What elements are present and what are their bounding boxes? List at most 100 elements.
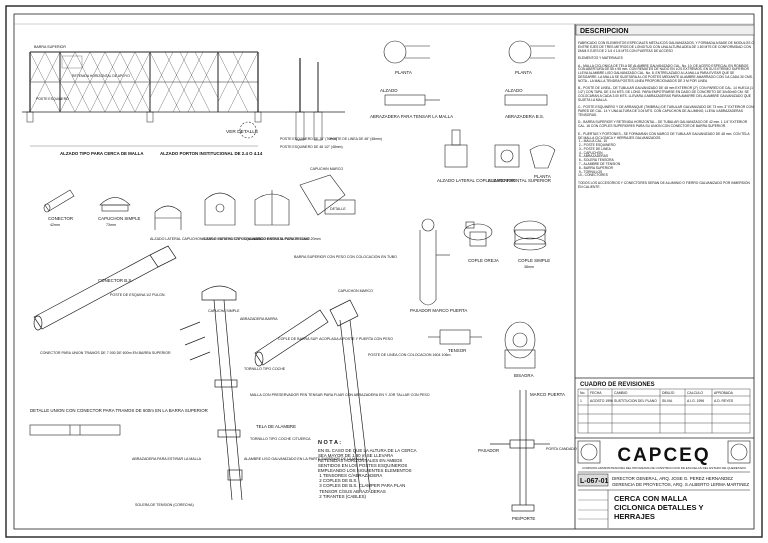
poste-esquina-left-label: POSTE ESQUINERO <box>36 97 69 101</box>
capuchon-simple-drawing <box>99 197 131 212</box>
cople-simple-size: 38mm <box>524 265 534 269</box>
revisions-header-row: No. FECHA CAMBIO DIBUJO CALCULO APROBADA <box>580 391 734 395</box>
detalle-union-drawing <box>29 424 121 436</box>
pasador-marco-drawing <box>419 218 450 306</box>
revisions-cell: 1 <box>580 399 582 403</box>
pasador-marco-label: PASADOR MARCO PUERTA <box>410 308 467 313</box>
sheet-code: L-067-01 <box>580 478 609 485</box>
capuchin-marco-detail <box>299 174 356 216</box>
capuchon-simple-label: CAPUCHON SIMPLE <box>98 216 141 221</box>
description-body: FABRICADO CON ELEMENTOS ESPECIALES METAL… <box>578 41 754 189</box>
revisions-cell: A.D. REYES <box>714 399 734 403</box>
title-line-1: CERCA CON MALLA <box>614 494 688 503</box>
conector-size: 42mm <box>50 223 60 227</box>
marco-puerta-label: MARCO PUERTA <box>530 392 565 397</box>
note-heading: N O T A : <box>318 440 341 446</box>
alzado-frontal-recibir: ALZADO FRONTAL PARA RECIBIR <box>252 237 310 241</box>
abrazadera-bs-label: ABRAZADERA B.S. <box>505 114 544 119</box>
conector-drawing <box>43 189 75 213</box>
conector-bs-label: CONECTOR B.S. <box>98 278 133 283</box>
revisions-cell: SUSTITUCION DEL PLANO <box>614 399 657 403</box>
cople-simple-label: COPLE SIMPLE <box>518 258 550 263</box>
abrazadera-tensar-label: ABRAZADERA PARA TENSAR LA MALLA <box>370 114 453 119</box>
capuchon-marco-2-label: CAPUCHON MARCO <box>338 289 373 293</box>
elevation-title: ALZADO TIPO PARA CERCA DE MALLA <box>60 151 144 156</box>
abrazadera-barra-label: ABRAZADERA BARRA <box>240 317 278 321</box>
revisions-column-header: APROBADA <box>714 391 734 395</box>
ver-detalle-label: VER DETALLE <box>226 129 258 135</box>
capucha-marco-drawing <box>204 192 236 226</box>
director-line-2: GERENCIA DE PROYECTOS, ARQ. S.ALBERTO LE… <box>612 482 749 487</box>
conector-union-label: CONECTOR PARA UNION TRAMOS DE 7.000 DE 6… <box>40 351 171 355</box>
outer-border <box>5 5 763 538</box>
state-seal-right <box>727 440 751 464</box>
capuchon-simple-size: 73mm <box>106 223 116 227</box>
poste-esquina-tube-label: POSTE DE ESQUINA 1/2 PULGN. <box>110 293 166 297</box>
title-line-2: CICLONICA DETALLES Y <box>614 503 703 512</box>
capceq-logo: CAPCEQ <box>617 445 710 466</box>
fence-elevation-drawing <box>22 51 345 147</box>
poste-esquina-label: POSTE ESQUINERO DE 76" (76mm) <box>280 137 337 141</box>
bisagra-drawing <box>504 321 536 369</box>
detalle-label: DETALLE <box>330 207 346 211</box>
capuchon-lateral-drawing <box>154 205 182 230</box>
capuchin-marco-label: CAPUCHIN MARCO <box>310 167 343 171</box>
planta-1: PLANTA <box>395 70 412 75</box>
marco-puerta-drawing <box>490 390 550 512</box>
title-block: CAPCEQ COMISION ADMINISTRADORA DEL PROGR… <box>577 440 751 528</box>
barra-sup-conector-label: BARRA SUPERIOR CON PESO CON COLOCACION E… <box>294 255 397 259</box>
tela-alambre-label: TELA DE ALAMBRE <box>256 424 296 429</box>
alzado-lateral-capuchon: ALZADO LATERAL CAPUCHON SIMPLE PARA POST… <box>150 237 263 241</box>
revisions-column-header: No. <box>580 391 585 395</box>
bisagra-label: BISAGRA <box>514 373 534 378</box>
revisions-column-header: CALCULO <box>687 391 703 395</box>
poste-linea-label: POSTE DE LINEA DE 48" (48mm) <box>330 137 382 141</box>
revisions-heading: CUADRO DE REVISIONES <box>580 382 655 388</box>
pie-porte-label: PIE/PORTE <box>512 516 535 521</box>
barra-superior-label: BARRA SUPERIOR <box>34 45 66 49</box>
retenida-label: RETENIDA HORIZONTAL DE APOYO <box>72 74 130 78</box>
cople-superior-drawing <box>444 129 556 169</box>
description-heading: DESCRIPCION <box>580 28 629 35</box>
planta-2: PLANTA <box>515 70 532 75</box>
abrazadera-tensar-drawing <box>383 40 440 106</box>
revisions-column-header: DIBUJO <box>662 391 675 395</box>
gate-title: ALZADO PORTON INSTITUCIONAL DE 2.4 O 4.1… <box>160 151 263 156</box>
abrazadera-estirar-label: ABRAZADERA PARA ESTIRAR LA MALLA <box>132 457 202 461</box>
tensor-label: TENSOR <box>448 348 466 353</box>
title-line-3: HERRAJES <box>614 512 655 521</box>
conector-label: CONECTOR <box>48 216 73 221</box>
alambre-liso-label: ALAMBRE LISO GALVANIZADO EN LA PARTE SUP… <box>244 457 365 461</box>
poste-linea-tube-label: POSTE DE LINEA CON COLOCACION 1604 106m <box>368 353 450 357</box>
cople-oreja-drawing <box>463 221 493 247</box>
tornillo-coche-label: TORNILLO TIPO COCHE C/TUERCA <box>250 437 311 441</box>
abrazadera-bs-drawing <box>504 40 555 106</box>
detalle-union-label: DETALLE UNION CON CONECTOR PARA TRAMOS D… <box>30 408 208 413</box>
capucha-simple-label: CAPUCHA SIMPLE <box>208 309 240 313</box>
tornillo-label: TORNILLO TIPO COCHE <box>244 367 286 371</box>
cople-barra-label: COPLE DE BARRA SUP. ACOPLADA A POSTE Y P… <box>278 337 393 341</box>
poste-esquina-2-label: POSTE ESQUINERO DE 48 1/2" (48mm) <box>280 145 343 149</box>
malla-preservado-label: MALLA CON PRESERVADOR PEN TENSAR PARA FI… <box>250 393 430 397</box>
alzado-frontal-cople: ALZADO FRONTAL SUPERIOR <box>488 178 551 183</box>
revisions-cell: SILVIA <box>662 399 673 403</box>
revisions-column-header: FECHA <box>590 391 602 395</box>
alzado-2: ALZADO <box>505 88 523 93</box>
note-body: EN EL CASO DE QUE LA ALTURA DE LA CERCA … <box>318 448 417 499</box>
revisions-table <box>577 388 751 434</box>
alzado-1: ALZADO <box>380 88 398 93</box>
description-heading-bar <box>575 24 755 36</box>
cople-simple-drawing <box>513 220 547 251</box>
cople-oreja-label: COPLE OREJA <box>468 258 499 263</box>
director-line-1: DIRECTOR GENERAL, ARQ. JOSE G. PEREZ HER… <box>612 476 733 481</box>
capuchon-frontal-drawing <box>254 190 290 226</box>
revisions-column-header: CAMBIO <box>614 391 628 395</box>
exploded-assembly-drawing <box>33 245 371 501</box>
solera-tension-label: SOLERA DE TENSION (CORECHA) <box>135 503 194 507</box>
state-seal-left <box>577 440 601 464</box>
pasador-label: PASADOR <box>478 448 499 453</box>
revisions-cell: A.I.G. 1996 <box>687 399 704 403</box>
